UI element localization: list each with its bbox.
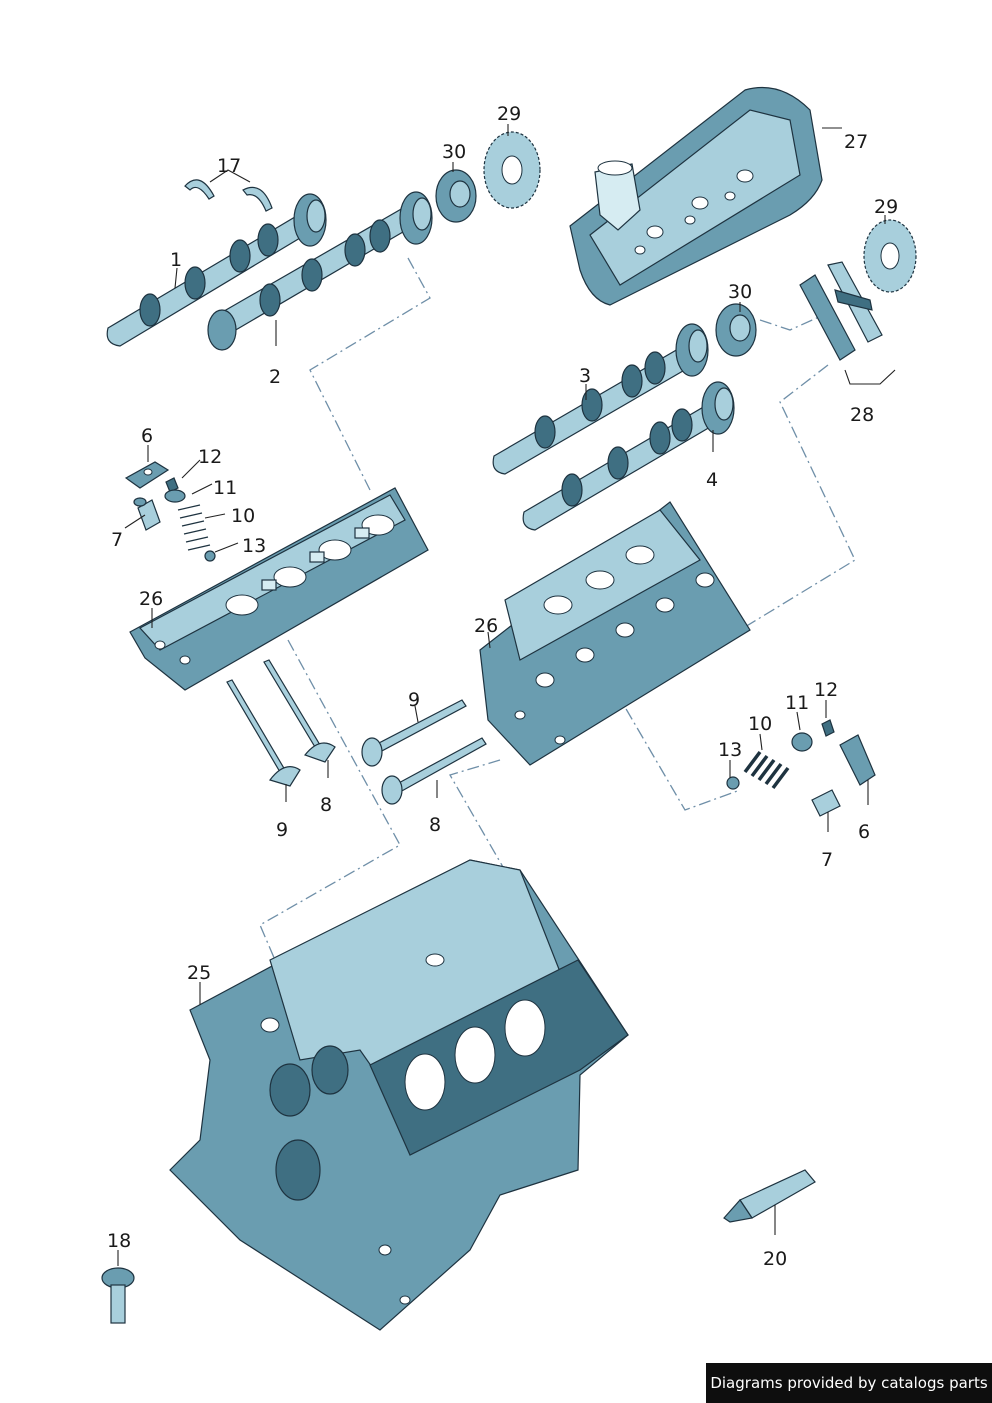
camshaft-1[interactable]	[106, 193, 327, 347]
cylinder-head-cover-27[interactable]	[569, 86, 823, 306]
camshaft-adjuster-30-right[interactable]	[715, 303, 757, 357]
callout-17: 17	[217, 155, 241, 177]
callout-26-left: 26	[139, 588, 163, 610]
callout-1: 1	[170, 249, 182, 271]
cylinder-head-26-left[interactable]	[129, 487, 429, 691]
callout-8-right: 8	[429, 814, 441, 836]
callout-4: 4	[706, 469, 718, 491]
callout-18: 18	[107, 1230, 131, 1252]
callout-30-top: 30	[442, 141, 466, 163]
valve-keeper-12-left[interactable]	[165, 477, 179, 493]
callout-6-left: 6	[141, 425, 153, 447]
engine-block-25[interactable]	[169, 859, 629, 1331]
camshaft-2[interactable]	[207, 191, 433, 351]
valve-stem-seal-13-right[interactable]	[726, 776, 740, 790]
rocker-arm-6-left[interactable]	[124, 461, 170, 489]
callout-7-right: 7	[821, 849, 833, 871]
callout-28: 28	[850, 404, 874, 426]
callout-25: 25	[187, 962, 211, 984]
lifter-7-right[interactable]	[811, 789, 841, 817]
bolt-18[interactable]	[101, 1267, 135, 1324]
alignment-lines	[259, 257, 856, 961]
sprocket-29-top[interactable]	[483, 131, 541, 209]
chain-guide-28[interactable]	[799, 261, 883, 361]
callout-29-top: 29	[497, 103, 521, 125]
thrust-ring-17[interactable]	[184, 179, 273, 212]
callout-8-left: 8	[320, 794, 332, 816]
callout-29-right: 29	[874, 196, 898, 218]
sprocket-29-right[interactable]	[863, 219, 917, 293]
lifter-7-left[interactable]	[133, 497, 161, 531]
valve-8-left[interactable]	[263, 659, 336, 763]
callout-13-left: 13	[242, 535, 266, 557]
callout-12-left: 12	[198, 446, 222, 468]
callout-27: 27	[844, 131, 868, 153]
cylinder-head-26-right[interactable]	[479, 501, 751, 766]
callout-20: 20	[763, 1248, 787, 1270]
callout-11-left: 11	[213, 477, 237, 499]
valve-9-right[interactable]	[361, 699, 467, 767]
callout-3: 3	[579, 365, 591, 387]
spring-retainer-11-right[interactable]	[791, 732, 813, 752]
callout-10-right: 10	[748, 713, 772, 735]
valve-stem-seal-13-left[interactable]	[204, 550, 216, 562]
camshaft-4[interactable]	[522, 381, 735, 531]
sealant-tube-20[interactable]	[723, 1169, 816, 1223]
callout-9-left: 9	[276, 819, 288, 841]
callout-2: 2	[269, 366, 281, 388]
callout-30-right: 30	[728, 281, 752, 303]
valve-keeper-12-right[interactable]	[821, 719, 835, 737]
callout-9-right: 9	[408, 689, 420, 711]
callout-7-left: 7	[111, 529, 123, 551]
valve-spring-10-left[interactable]	[177, 504, 211, 551]
camshaft-3[interactable]	[492, 323, 709, 475]
rocker-arm-6-right[interactable]	[839, 734, 876, 786]
leader-lines	[117, 124, 896, 1266]
callout-13-right: 13	[718, 739, 742, 761]
valve-8-right[interactable]	[381, 737, 487, 805]
callout-labels: 1 2 3 4 17 29 30 27 29 30 28 6 12 11 10 …	[107, 103, 898, 1270]
callout-10-left: 10	[231, 505, 255, 527]
valve-9-left[interactable]	[226, 679, 301, 787]
callout-11-right: 11	[785, 692, 809, 714]
callout-12-right: 12	[814, 679, 838, 701]
callout-26-right: 26	[474, 615, 498, 637]
valve-spring-10-right[interactable]	[743, 750, 790, 790]
camshaft-adjuster-30-top[interactable]	[435, 169, 477, 223]
callout-6-right: 6	[858, 821, 870, 843]
credit-banner: Diagrams provided by catalogs parts	[706, 1363, 992, 1403]
spring-retainer-11-left[interactable]	[164, 489, 186, 503]
